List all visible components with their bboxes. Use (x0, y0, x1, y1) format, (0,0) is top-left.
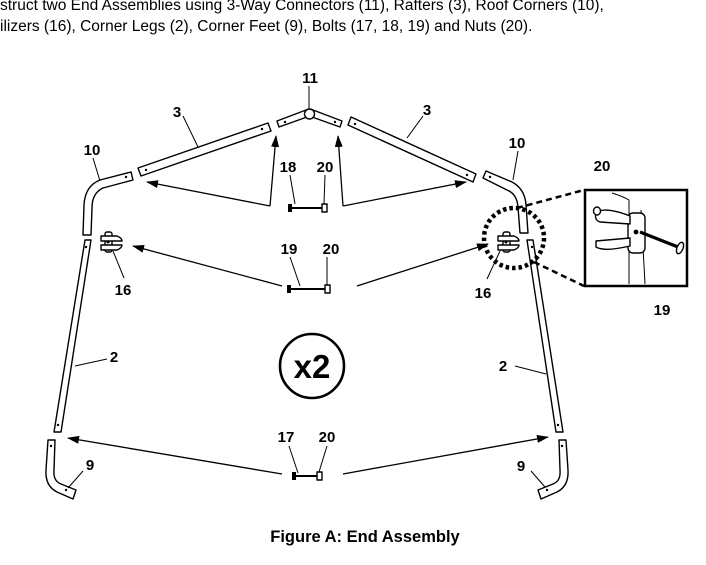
callout-nut-top: 20 (317, 159, 334, 176)
bolt-19-with-nut (287, 284, 331, 294)
corner-foot-left (45, 439, 77, 500)
instruction-line-2: ilizers (16), Corner Legs (2), Corner Fe… (0, 18, 533, 35)
roof-corner-right (482, 170, 529, 234)
bolt-18-with-nut (288, 203, 328, 213)
corner-leg-right (526, 239, 564, 433)
figure-caption: Figure A: End Assembly (270, 528, 460, 546)
callout-stabilizer-left: 16 (115, 282, 132, 299)
leader-lines (67, 86, 547, 489)
rafter-left (137, 122, 272, 177)
callout-rafter-right: 3 (423, 102, 431, 119)
callout-leg-left: 2 (110, 349, 118, 366)
instruction-line-1: struct two End Assemblies using 3-Way Co… (0, 0, 604, 14)
callout-roof-corner-right: 10 (509, 135, 526, 152)
three-way-connector (276, 108, 343, 128)
callout-stabilizer-right: 16 (475, 285, 492, 302)
callout-roof-corner-left: 10 (84, 142, 101, 159)
callout-bolt-bottom: 17 (278, 429, 295, 446)
quantity-badge: x2 (278, 332, 346, 400)
callout-foot-right: 9 (517, 458, 525, 475)
callout-detail-bolt: 19 (654, 302, 671, 319)
callout-nut-bottom: 20 (319, 429, 336, 446)
callout-nut-mid: 20 (323, 241, 340, 258)
callout-rafter-left: 3 (173, 104, 181, 121)
callout-detail-nut: 20 (594, 158, 611, 175)
stabilizer-left (100, 231, 123, 253)
instruction-text: struct two End Assemblies using 3-Way Co… (0, 0, 706, 37)
quantity-label: x2 (294, 348, 331, 385)
callout-bolt-mid: 19 (281, 241, 298, 258)
assembly-arrows (67, 135, 549, 475)
detail-inset (583, 188, 689, 288)
callout-leg-right: 2 (499, 358, 507, 375)
corner-foot-right (537, 439, 569, 500)
callout-connector: 11 (302, 70, 318, 87)
rafter-right (347, 116, 477, 183)
bolt-17-with-nut (292, 471, 323, 481)
callout-foot-left: 9 (86, 457, 94, 474)
callout-bolt-top: 18 (280, 159, 297, 176)
callout-numbers: 11 3 3 10 10 18 20 19 20 16 16 2 2 17 20… (84, 70, 671, 475)
stabilizer-right (497, 231, 520, 253)
corner-leg-left (53, 239, 92, 433)
detail-callout (481, 188, 585, 288)
roof-corner-left (82, 171, 134, 236)
